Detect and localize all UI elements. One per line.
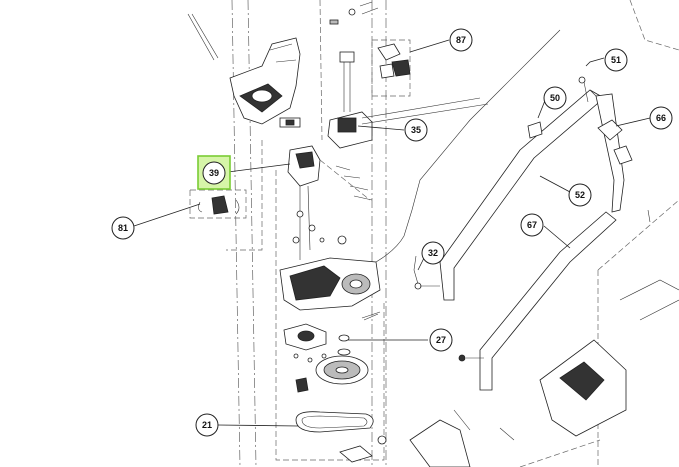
svg-text:51: 51 [611, 55, 621, 65]
callout-27[interactable]: 27 [429, 328, 453, 352]
gearbox-part [279, 29, 561, 321]
part-39-assembly [287, 145, 373, 260]
pin-part [413, 255, 484, 362]
svg-text:21: 21 [202, 420, 212, 430]
motor-mount-part [283, 323, 327, 363]
svg-text:27: 27 [436, 335, 446, 345]
part-81-group [198, 195, 240, 215]
svg-text:35: 35 [411, 125, 421, 135]
switch-box-part [327, 51, 489, 149]
svg-text:66: 66 [656, 113, 666, 123]
callout-66[interactable]: 66 [649, 106, 673, 130]
svg-text:52: 52 [575, 190, 585, 200]
motor-cover-part [229, 37, 301, 125]
callout-21[interactable]: 21 [195, 413, 219, 437]
rod-part [187, 13, 219, 61]
washer-part [337, 334, 351, 356]
upper-handle-part [439, 89, 625, 301]
callout-67[interactable]: 67 [520, 213, 544, 237]
callout-32[interactable]: 32 [421, 241, 445, 265]
lower-handle-part [479, 211, 617, 391]
grass-bag-part [539, 279, 679, 437]
pulley-part [295, 355, 369, 393]
callout-87[interactable]: 87 [449, 28, 473, 52]
callout-35[interactable]: 35 [404, 118, 428, 142]
svg-text:81: 81 [118, 223, 128, 233]
part-87-group [371, 39, 411, 97]
svg-text:87: 87 [456, 35, 466, 45]
callout-81[interactable]: 81 [111, 216, 135, 240]
callout-51[interactable]: 51 [604, 48, 628, 72]
svg-text:39: 39 [209, 168, 219, 178]
svg-text:32: 32 [428, 248, 438, 258]
callout-52[interactable]: 52 [568, 183, 592, 207]
small-parts-top [279, 1, 379, 128]
small-knobs [527, 76, 651, 223]
callout-50[interactable]: 50 [543, 86, 567, 110]
leader-lines [133, 39, 651, 427]
lower-parts [339, 409, 515, 467]
callout-39[interactable]: 39 [197, 155, 231, 190]
belt-part [295, 411, 374, 433]
svg-text:67: 67 [527, 220, 537, 230]
svg-text:50: 50 [550, 93, 560, 103]
